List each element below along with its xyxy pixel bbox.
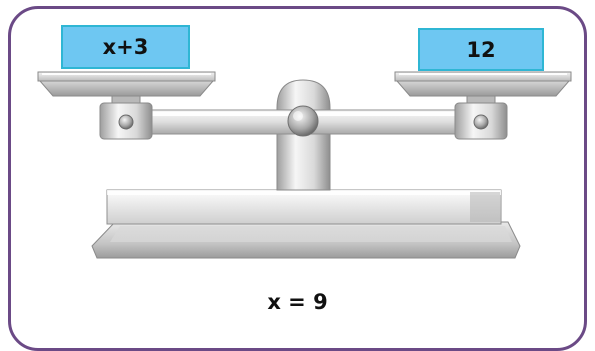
pivot-knob [287,105,319,137]
scale-base [91,189,521,259]
balance-scale [37,71,572,259]
right-weight-label: 12 [466,37,496,62]
right-pan [394,71,572,97]
left-weight-label: x+3 [102,35,149,59]
left-pan [37,71,216,97]
right-weight-box: 12 [418,28,544,71]
right-pan-support [454,95,508,140]
solution-text: x = 9 [267,290,328,314]
left-pan-support [99,95,153,140]
left-weight-box: x+3 [61,25,190,69]
